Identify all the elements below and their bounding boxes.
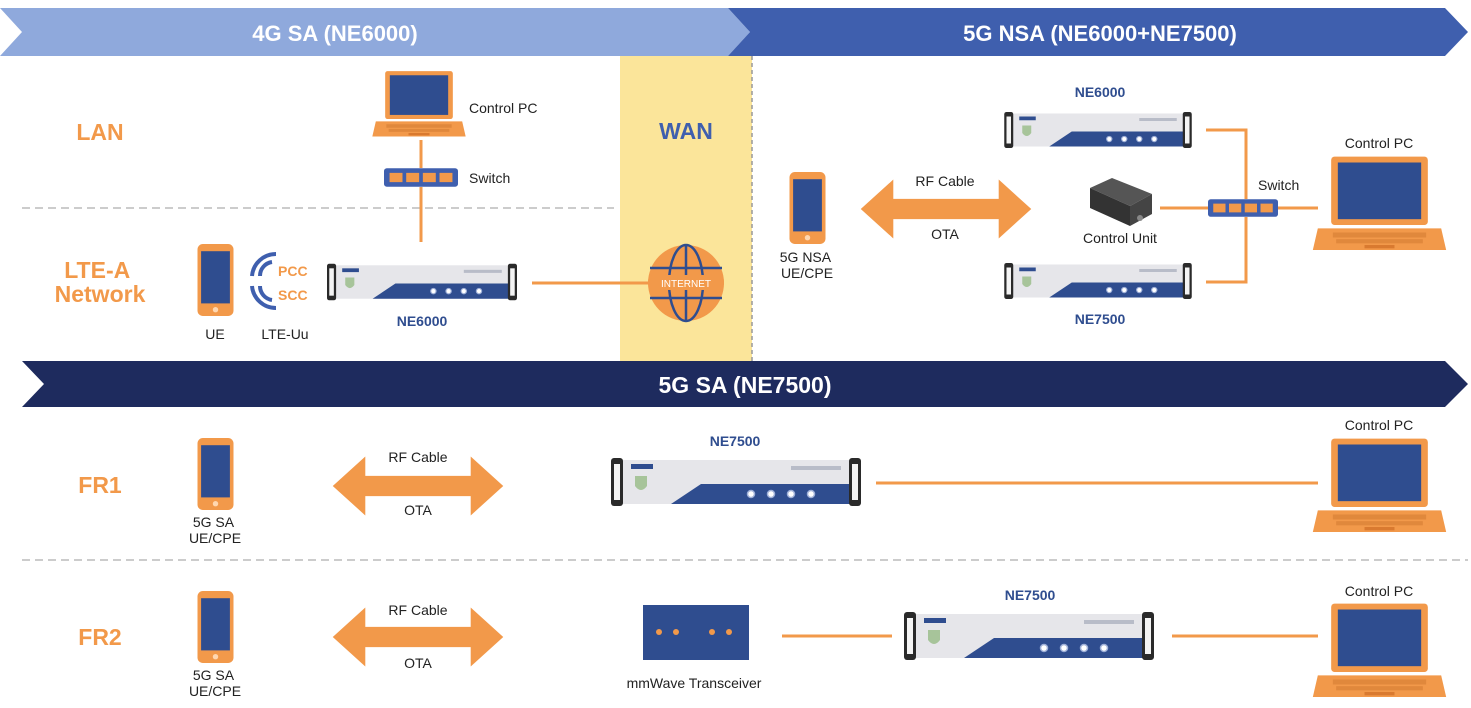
sa-ue-label-fr2: 5G SA UE/CPE bbox=[189, 667, 241, 699]
ne7500-label-fr2: NE7500 bbox=[1005, 587, 1056, 603]
transceiver-icon bbox=[643, 605, 749, 660]
switch-icon bbox=[384, 168, 458, 187]
row-label-fr2: FR2 bbox=[78, 624, 121, 650]
scc-label: SCC bbox=[278, 287, 308, 303]
laptop-icon bbox=[372, 71, 466, 137]
banner-5g-sa-title: 5G SA (NE7500) bbox=[659, 372, 832, 398]
mmwave-label: mmWave Transceiver bbox=[627, 675, 762, 691]
control-unit-label: Control Unit bbox=[1083, 230, 1157, 246]
laptop-icon bbox=[1312, 156, 1447, 250]
rf-cable-label-fr2: RF Cable bbox=[388, 602, 447, 618]
rf-cable-label-nsa: RF Cable bbox=[915, 173, 974, 189]
banner-4g-sa-title: 4G SA (NE6000) bbox=[252, 21, 417, 46]
control-pc-label-fr1: Control PC bbox=[1345, 417, 1413, 433]
row-label-lan: LAN bbox=[76, 119, 123, 145]
control-pc-label-nsa: Control PC bbox=[1345, 135, 1413, 151]
instrument-rack-icon bbox=[610, 458, 862, 506]
row-label-fr1: FR1 bbox=[78, 472, 122, 498]
ue-label: UE bbox=[205, 326, 224, 342]
ne7500-label-nsa: NE7500 bbox=[1075, 311, 1126, 327]
nsa-ue-label: 5G NSA UE/CPE bbox=[780, 249, 834, 281]
ne6000-label-nsa: NE6000 bbox=[1075, 84, 1126, 100]
switch-label-nsa: Switch bbox=[1258, 177, 1299, 193]
laptop-icon bbox=[1312, 603, 1447, 697]
row-label-lte-a: LTE-A Network bbox=[55, 257, 146, 307]
ne7500-label-fr1: NE7500 bbox=[710, 433, 761, 449]
control-pc-label-fr2: Control PC bbox=[1345, 583, 1413, 599]
instrument-rack-icon bbox=[1003, 263, 1193, 299]
ne6000-label-lte: NE6000 bbox=[397, 313, 448, 329]
signal-waves-icon bbox=[250, 251, 277, 311]
banner-5g-nsa bbox=[728, 8, 1468, 56]
ota-label-nsa: OTA bbox=[931, 226, 959, 242]
instrument-rack-icon bbox=[903, 612, 1155, 660]
lte-uu-label: LTE-Uu bbox=[261, 326, 308, 342]
rf-cable-label-fr1: RF Cable bbox=[388, 449, 447, 465]
switch-label-lan: Switch bbox=[469, 170, 510, 186]
instrument-rack-icon bbox=[327, 263, 517, 301]
sa-ue-label-fr1: 5G SA UE/CPE bbox=[189, 514, 241, 546]
phone-icon bbox=[197, 438, 234, 510]
phone-icon bbox=[789, 172, 826, 244]
ota-label-fr2: OTA bbox=[404, 655, 432, 671]
wan-label: WAN bbox=[659, 118, 713, 144]
banner-5g-sa bbox=[22, 361, 1468, 407]
globe-icon: INTERNET bbox=[648, 243, 724, 323]
control-pc-label-lan: Control PC bbox=[469, 100, 537, 116]
internet-label: INTERNET bbox=[661, 279, 711, 290]
control-unit-icon bbox=[1090, 178, 1152, 226]
phone-icon bbox=[197, 591, 234, 663]
pcc-label: PCC bbox=[278, 263, 308, 279]
instrument-rack-icon bbox=[1003, 112, 1193, 148]
laptop-icon bbox=[1312, 438, 1447, 532]
switch-icon bbox=[1208, 199, 1278, 217]
banner-4g-sa bbox=[0, 8, 750, 56]
ota-label-fr1: OTA bbox=[404, 502, 432, 518]
phone-icon bbox=[197, 244, 234, 316]
banner-5g-nsa-title: 5G NSA (NE6000+NE7500) bbox=[963, 21, 1237, 46]
